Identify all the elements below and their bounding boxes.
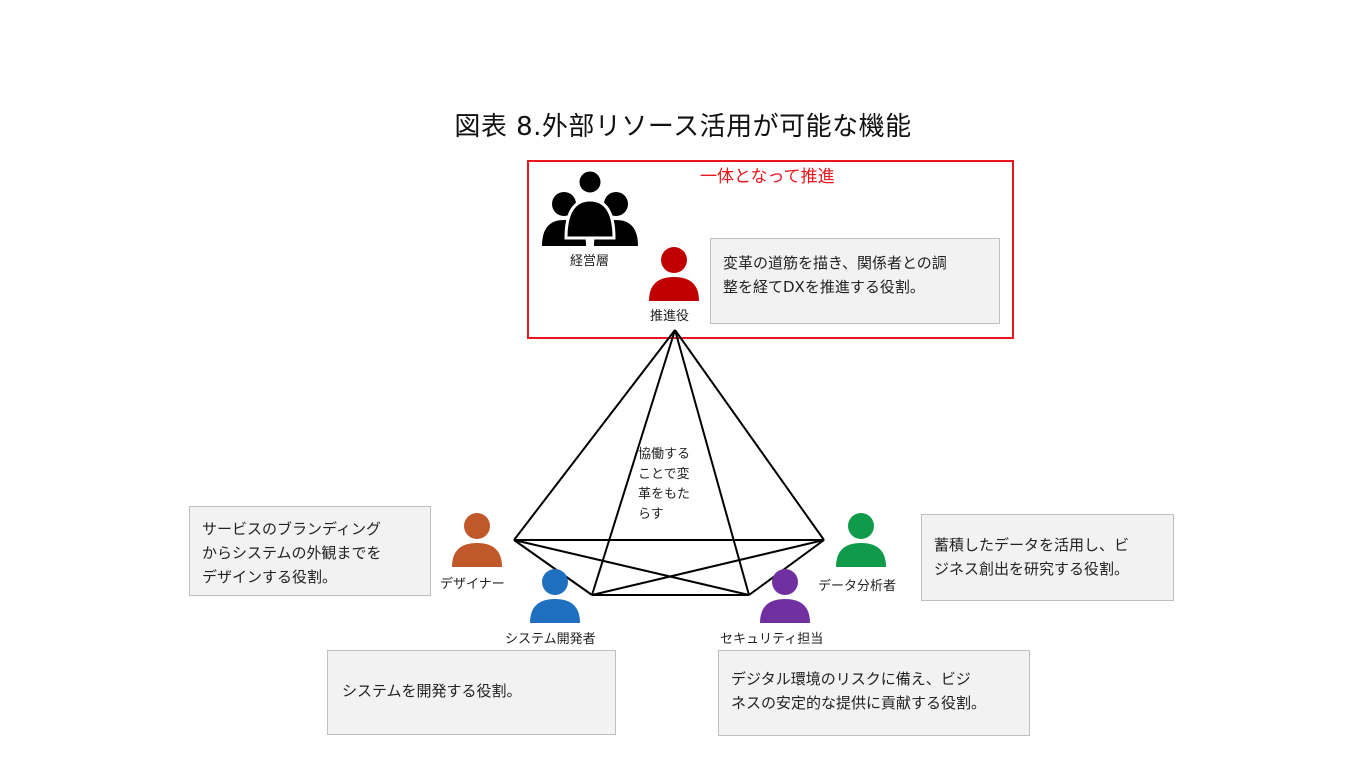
data-analyst-icon	[836, 513, 886, 567]
management-group-icon	[542, 168, 638, 246]
group-box	[527, 160, 1014, 339]
designer-description-text: サービスのブランディング からシステムの外観までを デザインする役割。	[202, 520, 382, 586]
security-description-text: デジタル環境のリスクに備え、ビジ ネスの安定的な提供に貢献する役割。	[731, 670, 987, 712]
data-analyst-description-text: 蓄積したデータを活用し、ビ ジネス創出を研究する役割。	[934, 536, 1130, 578]
security-description: デジタル環境のリスクに備え、ビジ ネスの安定的な提供に貢献する役割。	[718, 650, 1030, 736]
developer-label: システム開発者	[505, 632, 596, 647]
developer-icon	[530, 569, 580, 623]
designer-icon	[452, 513, 502, 567]
developer-description-text: システムを開発する役割。	[342, 682, 522, 700]
promoter-label: 推進役	[650, 309, 690, 324]
management-label: 経営層	[570, 254, 610, 269]
promoter-description: 変革の道筋を描き、関係者との調 整を経てDXを推進する役割。	[710, 238, 1000, 324]
developer-description: システムを開発する役割。	[327, 650, 616, 735]
data-analyst-label: データ分析者	[818, 579, 897, 594]
designer-description: サービスのブランディング からシステムの外観までを デザインする役割。	[189, 506, 431, 596]
promoter-icon	[649, 247, 699, 301]
group-label: 一体となって推進	[700, 167, 835, 187]
data-analyst-description: 蓄積したデータを活用し、ビ ジネス創出を研究する役割。	[921, 514, 1174, 601]
designer-label: デザイナー	[440, 577, 505, 592]
promoter-description-text: 変革の道筋を描き、関係者との調 整を経てDXを推進する役割。	[723, 254, 947, 296]
security-label: セキュリティ担当	[720, 632, 824, 647]
collaboration-text: 協働する ことで変 革をもた らす	[638, 447, 691, 522]
diagram-title: 図表 8.外部リソース活用が可能な機能	[454, 112, 912, 142]
security-icon	[760, 569, 810, 623]
